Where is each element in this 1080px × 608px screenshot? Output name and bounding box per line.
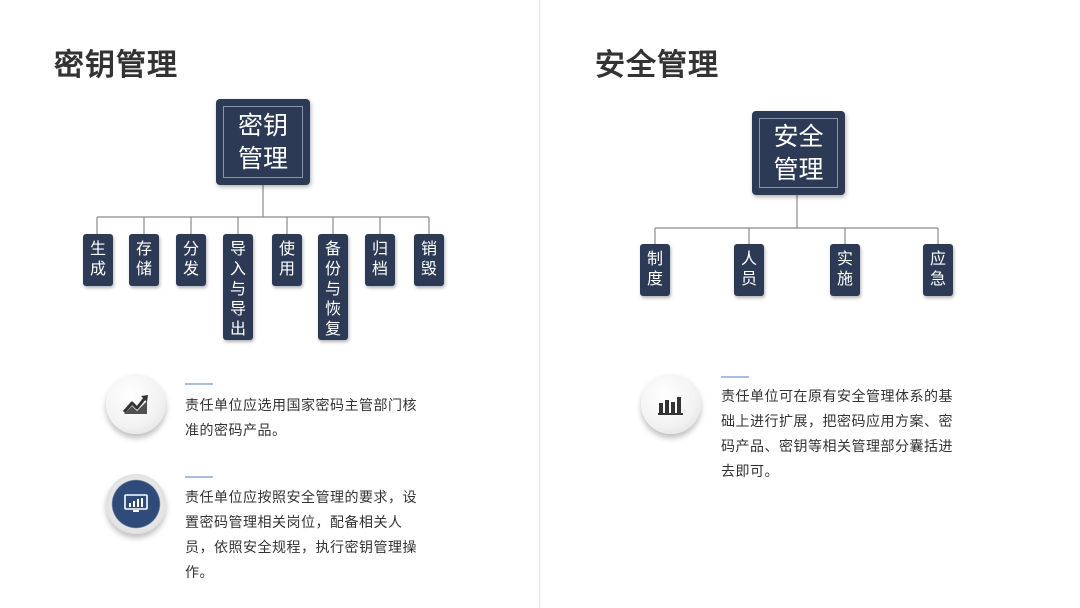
section-divider: [539, 0, 540, 608]
left-item-text-1: 责任单位应选用国家密码主管部门核准的密码产品。: [185, 398, 417, 439]
node-destroy: 销毁: [414, 234, 444, 286]
left-item-text-2: 责任单位应按照安全管理的要求，设置密码管理相关岗位，配备相关人员，依照安全规程，…: [185, 490, 417, 581]
node-archive: 归档: [365, 234, 395, 286]
item-accent-line: [185, 476, 213, 478]
node-import-export: 导入与导出: [223, 234, 253, 340]
right-section-title: 安全管理: [595, 48, 719, 83]
security-management-root-node: 安全管理: [752, 111, 845, 195]
node-policy: 制度: [640, 244, 670, 296]
monitor-chart-icon: [106, 474, 166, 534]
right-item-text-1: 责任单位可在原有安全管理体系的基础上进行扩展，把密码应用方案、密码产品、密钥等相…: [721, 389, 953, 480]
root-node-label: 安全管理: [773, 122, 824, 184]
node-backup-restore: 备份与恢复: [318, 234, 348, 340]
item-accent-line: [185, 383, 213, 385]
node-emergency: 应急: [923, 244, 953, 296]
node-use: 使用: [272, 234, 302, 286]
node-store: 存储: [129, 234, 159, 286]
item-accent-line: [721, 376, 749, 378]
key-management-root-node: 密钥管理: [216, 99, 310, 185]
node-implementation: 实施: [830, 244, 860, 296]
node-generate: 生成: [83, 234, 113, 286]
node-personnel: 人员: [734, 244, 764, 296]
trending-up-chart-icon: [106, 374, 166, 434]
left-section-title: 密钥管理: [54, 48, 178, 83]
node-distribute: 分发: [176, 234, 206, 286]
bar-chart-icon: [641, 374, 701, 434]
root-node-label: 密钥管理: [237, 111, 288, 173]
